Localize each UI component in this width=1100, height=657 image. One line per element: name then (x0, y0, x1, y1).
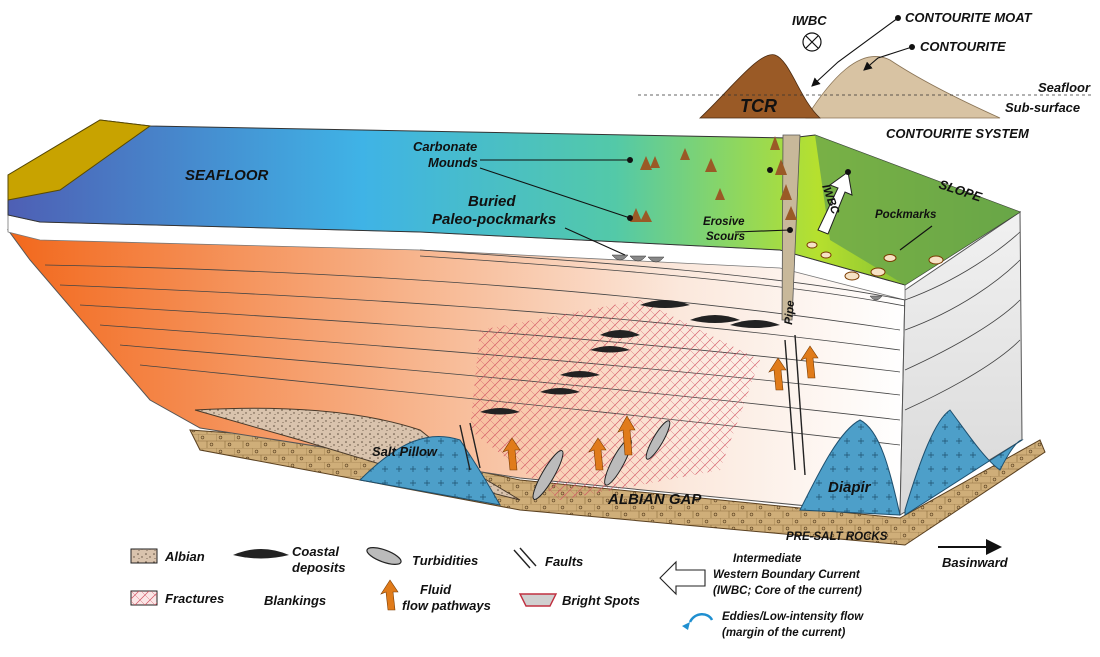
inset-iwbc-label: IWBC (792, 13, 827, 28)
legend-blankings-label: Blankings (264, 593, 326, 608)
legend-iwbc-label-1: Intermediate (733, 553, 802, 565)
buried-paleo-pockmarks-label-2: Paleo-pockmarks (432, 211, 556, 228)
pockmarks-label: Pockmarks (875, 209, 936, 221)
coastal-deposits (480, 300, 780, 415)
legend-eddies-label-1: Eddies/Low-intensity flow (722, 611, 864, 623)
diapir-side (904, 409, 1024, 516)
legend-fluid-swatch (380, 579, 399, 611)
legend-iwbc-label-3: (IWBC; Core of the current) (713, 585, 862, 597)
legend-faults-label: Faults (545, 554, 583, 569)
contourite-label: CONTOURITE (920, 39, 1006, 54)
tcr-mound (698, 54, 822, 119)
faults (459, 334, 806, 476)
fluid-flow-arrows (502, 345, 819, 471)
salt-pillow-label: Salt Pillow (372, 444, 438, 459)
carbonate-mounds-label-1: Carbonate (413, 139, 477, 154)
contourite-drift (805, 56, 1001, 119)
carbonate-mounds-label-2: Mounds (428, 155, 478, 170)
legend-bright-spots-label: Bright Spots (562, 593, 640, 608)
contourite-callout (863, 46, 913, 71)
contourite-system-label: CONTOURITE SYSTEM (886, 126, 1030, 141)
legend: Albian Fractures Coastal deposits Blanki… (130, 544, 1009, 639)
legend-iwbc-label-2: Western Boundary Current (713, 569, 861, 581)
legend-fractures-label: Fractures (165, 591, 224, 606)
legend-albian-swatch (130, 548, 158, 564)
legend-albian-label: Albian (164, 549, 205, 564)
legend-turbidities-label: Turbidities (412, 553, 478, 568)
basinward-label: Basinward (942, 555, 1009, 570)
contourite-moat-callout (811, 17, 899, 87)
slope-surface (815, 135, 1020, 285)
iwbc-current-arrow (817, 171, 853, 235)
iwbc-cross-icon (805, 35, 819, 49)
contourite-moat-label: CONTOURITE MOAT (905, 10, 1033, 25)
legend-iwbc-swatch (659, 560, 706, 596)
pipe-label: Pipe (783, 299, 797, 325)
shelf-edge (7, 119, 152, 201)
fracture-zone (470, 300, 760, 500)
legend-coastal-label-1: Coastal (292, 544, 339, 559)
legend-eddies-label-2: (margin of the current) (722, 627, 845, 639)
legend-fluid-label-2: flow pathways (402, 598, 491, 613)
erosive-scours-label-1: Erosive (703, 216, 745, 228)
inset-seafloor-label: Seafloor (1038, 80, 1091, 95)
tcr-label: TCR (740, 96, 777, 116)
block-callouts (479, 157, 933, 256)
legend-turbidities-swatch (366, 547, 402, 565)
legend-fluid-label-1: Fluid (420, 582, 452, 597)
legend-faults-swatch (513, 547, 537, 569)
erosive-scours-label-2: Scours (706, 231, 745, 243)
contourite-inset (638, 15, 1092, 119)
legend-coastal-swatch (233, 549, 289, 559)
carbonate-mounds (630, 136, 797, 222)
strata-lines (44, 231, 1021, 446)
buried-paleo-pockmarks-label-1: Buried (468, 193, 516, 210)
seafloor-label: SEAFLOOR (185, 167, 269, 184)
diapir-front (799, 419, 901, 516)
albian-gap-label: ALBIAN GAP (607, 491, 702, 508)
paleo-pockmarks (611, 254, 883, 301)
surface-pockmarks (806, 241, 944, 281)
pre-salt-rocks-label: PRE-SALT ROCKS (786, 531, 888, 543)
legend-coastal-label-2: deposits (292, 560, 345, 575)
diapir-label: Diapir (828, 479, 872, 496)
legend-eddies-swatch (688, 613, 714, 623)
salt-pillow (358, 435, 501, 506)
subsurface-label: Sub-surface (1005, 100, 1080, 115)
legend-bright-spots-swatch (518, 593, 558, 607)
